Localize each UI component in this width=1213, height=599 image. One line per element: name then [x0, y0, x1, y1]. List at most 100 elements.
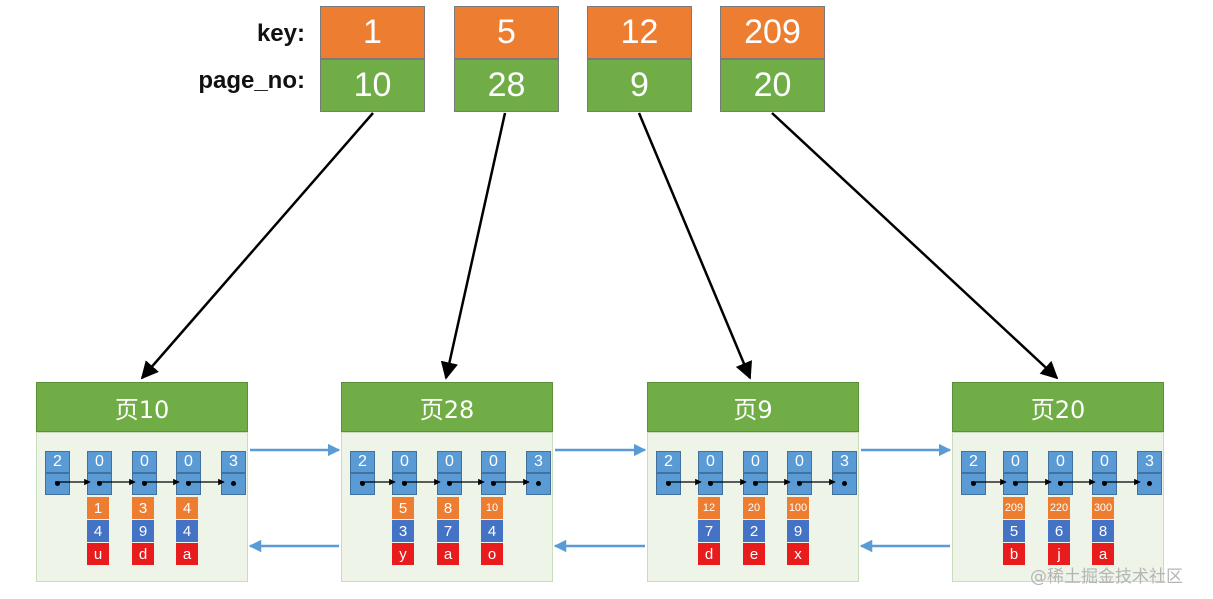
record-key: 300 [1092, 497, 1114, 519]
record-header: 3 [221, 451, 246, 473]
record-header: 2 [961, 451, 986, 473]
watermark: @稀土掘金技术社区 [1030, 567, 1183, 587]
record-field: 6 [1048, 520, 1070, 542]
record-key: 3 [132, 497, 154, 519]
record-header: 0 [132, 451, 157, 473]
record-next-pointer [656, 473, 681, 495]
record-next-pointer [437, 473, 462, 495]
page-no-cell: 28 [454, 59, 559, 112]
record-header: 0 [437, 451, 462, 473]
record-next-pointer [45, 473, 70, 495]
record-next-pointer [961, 473, 986, 495]
pointer-arrow [771, 112, 1059, 380]
pointer-dot [797, 481, 802, 486]
record-header: 2 [350, 451, 375, 473]
record-field: a [1092, 543, 1114, 565]
record-header: 0 [698, 451, 723, 473]
page-no-label: page_no: [198, 67, 305, 94]
pointer-dot [447, 481, 452, 486]
pointer-arrow [637, 112, 752, 380]
record-key: 8 [437, 497, 459, 519]
key-cell: 1 [320, 6, 425, 59]
record-key: 209 [1003, 497, 1025, 519]
record-header: 0 [743, 451, 768, 473]
pointer-dot [97, 481, 102, 486]
record-field: u [87, 543, 109, 565]
record-field: 9 [787, 520, 809, 542]
record-header: 0 [1003, 451, 1028, 473]
pointer-arrow [440, 112, 507, 380]
record-header: 2 [45, 451, 70, 473]
record-field: o [481, 543, 503, 565]
record-header: 0 [1048, 451, 1073, 473]
pointer-dot [55, 481, 60, 486]
record-key: 100 [787, 497, 809, 519]
record-key: 10 [481, 497, 503, 519]
pointer-dot [842, 481, 847, 486]
page-no-cell: 9 [587, 59, 692, 112]
record-field: 2 [743, 520, 765, 542]
record-field: 4 [481, 520, 503, 542]
pointer-dot [231, 481, 236, 486]
record-field: d [698, 543, 720, 565]
record-key: 20 [743, 497, 765, 519]
record-field: 7 [698, 520, 720, 542]
record-field: 8 [1092, 520, 1114, 542]
pointer-arrow [140, 112, 374, 380]
record-field: j [1048, 543, 1070, 565]
pointer-dot [971, 481, 976, 486]
record-header: 3 [1137, 451, 1162, 473]
record-field: 5 [1003, 520, 1025, 542]
record-field: e [743, 543, 765, 565]
record-header: 0 [176, 451, 201, 473]
record-header: 0 [392, 451, 417, 473]
page-no-cell: 20 [720, 59, 825, 112]
record-header: 0 [87, 451, 112, 473]
record-header: 3 [832, 451, 857, 473]
record-field: a [176, 543, 198, 565]
record-field: b [1003, 543, 1025, 565]
record-key: 12 [698, 497, 720, 519]
pointer-dot [1058, 481, 1063, 486]
pointer-dot [1013, 481, 1018, 486]
record-field: 4 [176, 520, 198, 542]
key-cell: 12 [587, 6, 692, 59]
key-label: key: [256, 20, 305, 47]
pointer-dot [402, 481, 407, 486]
pointer-dot [1147, 481, 1152, 486]
pointer-dot [186, 481, 191, 486]
pointer-dot [491, 481, 496, 486]
record-field: y [392, 543, 414, 565]
record-field: 9 [132, 520, 154, 542]
record-field: d [132, 543, 154, 565]
pointer-dot [360, 481, 365, 486]
record-next-pointer [350, 473, 375, 495]
record-field: a [437, 543, 459, 565]
record-key: 1 [87, 497, 109, 519]
record-field: 3 [392, 520, 414, 542]
page-title: 页20 [952, 382, 1164, 432]
record-field: 7 [437, 520, 459, 542]
pointer-dot [666, 481, 671, 486]
record-field: 4 [87, 520, 109, 542]
page-title: 页10 [36, 382, 248, 432]
pointer-dot [142, 481, 147, 486]
pointer-dot [1102, 481, 1107, 486]
key-cell: 5 [454, 6, 559, 59]
record-key: 4 [176, 497, 198, 519]
record-header: 0 [481, 451, 506, 473]
record-next-pointer [1003, 473, 1028, 495]
page-title: 页9 [647, 382, 859, 432]
pointer-dot [753, 481, 758, 486]
record-header: 2 [656, 451, 681, 473]
